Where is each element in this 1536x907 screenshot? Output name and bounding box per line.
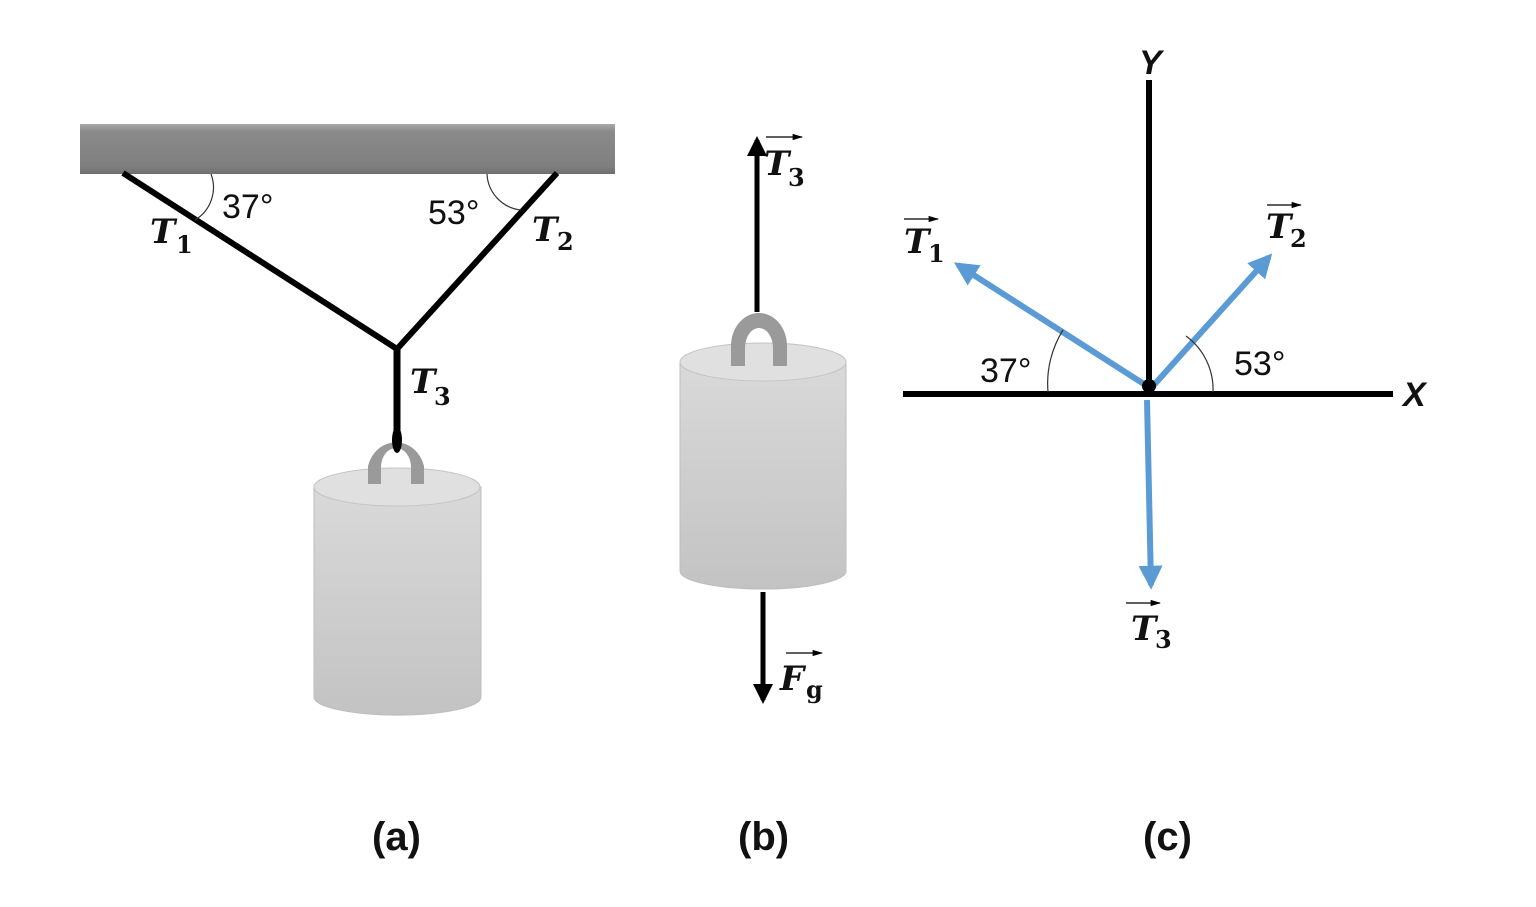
vector-t1 bbox=[953, 262, 1149, 389]
label-t2-vector-c: T 2 bbox=[1266, 201, 1307, 253]
angle-label-37-c: 37° bbox=[980, 352, 1031, 390]
rope-t1 bbox=[121, 170, 399, 352]
hanging-weight bbox=[313, 427, 482, 716]
caption-b: (b) bbox=[738, 815, 789, 859]
label-t3-vector: T 3 bbox=[764, 133, 805, 192]
panel-b: T 3 F g (b) bbox=[679, 133, 847, 859]
svg-text:3: 3 bbox=[788, 163, 805, 192]
rope-t2 bbox=[394, 170, 560, 352]
vector-t3 bbox=[1138, 399, 1163, 590]
angle-arc-37 bbox=[194, 173, 215, 221]
y-axis-label: Y bbox=[1139, 44, 1165, 82]
label-fg-vector: F g bbox=[779, 649, 824, 704]
weight-hook bbox=[368, 442, 424, 484]
caption-a: (a) bbox=[372, 815, 421, 859]
angle-arc-53 bbox=[486, 173, 522, 211]
svg-text:T: T bbox=[764, 144, 792, 184]
angle-label-53: 53° bbox=[428, 194, 479, 232]
panel-a: 37° 53° T 1 T 2 T 3 (a) bbox=[80, 124, 615, 859]
angle-label-53-c: 53° bbox=[1234, 345, 1285, 383]
label-t3-vector-c: T 3 bbox=[1126, 599, 1172, 654]
svg-text:T: T bbox=[904, 222, 932, 262]
vector-t2 bbox=[1150, 253, 1273, 389]
svg-text:3: 3 bbox=[1155, 625, 1172, 654]
angle-arc-53-c bbox=[1185, 335, 1214, 393]
panel-c: X Y 37° 53° T 1 T 2 T 3 (c) bbox=[903, 44, 1428, 859]
label-t2: T 2 bbox=[532, 210, 574, 256]
svg-text:3: 3 bbox=[434, 382, 451, 411]
label-t1-vector-c: T 1 bbox=[904, 215, 945, 268]
svg-text:T: T bbox=[532, 210, 560, 250]
weight-hook bbox=[731, 313, 787, 366]
svg-text:T: T bbox=[410, 362, 438, 402]
angle-arc-37-c bbox=[1047, 329, 1064, 393]
x-axis-label: X bbox=[1401, 376, 1428, 414]
svg-text:2: 2 bbox=[1290, 224, 1307, 253]
caption-c: (c) bbox=[1143, 815, 1192, 859]
svg-text:2: 2 bbox=[557, 227, 574, 256]
label-t3: T 3 bbox=[410, 362, 451, 411]
label-t1: T 1 bbox=[150, 212, 193, 259]
free-body-weight bbox=[679, 313, 847, 590]
ceiling-beam bbox=[80, 124, 615, 174]
svg-text:T: T bbox=[1266, 207, 1294, 247]
svg-text:g: g bbox=[806, 675, 823, 704]
origin-point bbox=[1142, 379, 1156, 393]
svg-text:T: T bbox=[1131, 609, 1159, 649]
svg-text:1: 1 bbox=[928, 239, 945, 268]
angle-label-37: 37° bbox=[222, 188, 273, 226]
svg-text:1: 1 bbox=[176, 230, 193, 259]
svg-text:F: F bbox=[779, 659, 807, 699]
svg-text:T: T bbox=[150, 212, 178, 252]
